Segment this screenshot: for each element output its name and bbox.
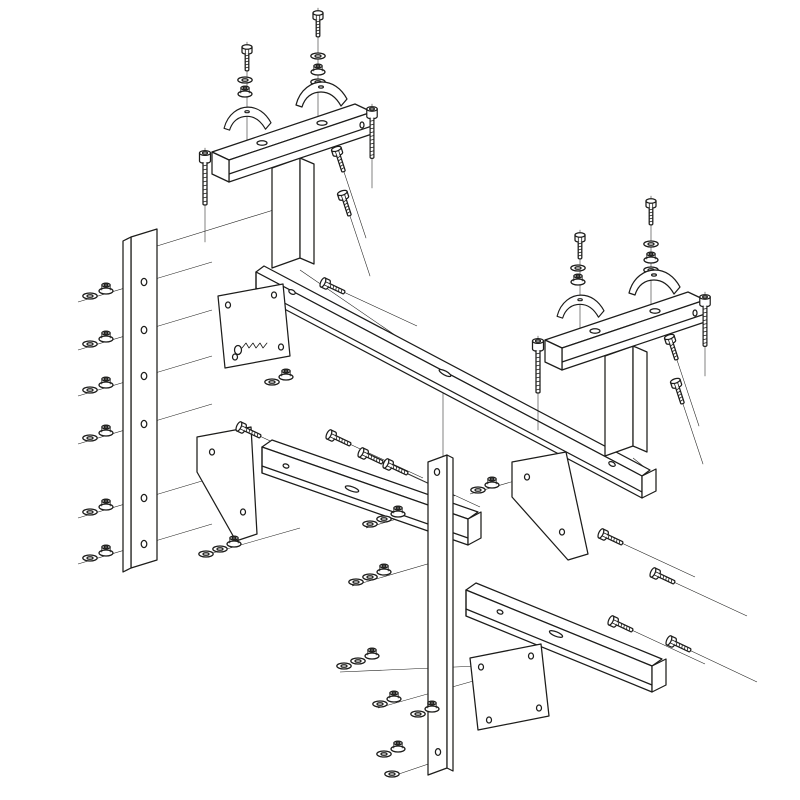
backing-plate xyxy=(217,283,294,386)
center-crossmember xyxy=(261,439,482,546)
lower-backing-plate xyxy=(469,643,550,731)
upper-crossmember xyxy=(255,265,657,499)
lower-crossmember xyxy=(465,582,667,693)
vertical-mount-bar xyxy=(427,454,454,776)
artwork xyxy=(77,8,758,778)
gusset-plate-right xyxy=(511,451,589,561)
spring-pin xyxy=(233,342,268,356)
side-rail-bar xyxy=(122,228,158,573)
